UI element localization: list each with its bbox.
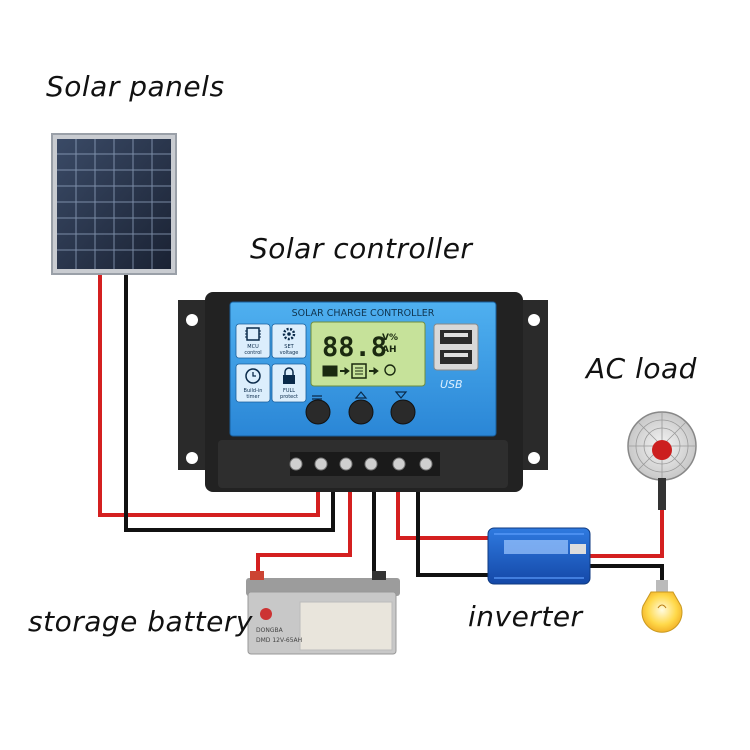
- usb-label: USB: [440, 378, 463, 391]
- wires: [98, 275, 664, 582]
- lcd-battery-icon: [351, 363, 367, 379]
- fan-icon: [627, 411, 697, 510]
- feature-mcu-line2: control: [244, 350, 261, 356]
- label-ac-load: AC load: [586, 352, 697, 385]
- wire-ac-black: [582, 564, 664, 582]
- wire-panel-positive: [98, 275, 320, 517]
- feature-timer-line2: timer: [246, 394, 260, 400]
- menu-symbol-icon: [312, 395, 322, 400]
- lcd-value: 88.8: [322, 332, 387, 363]
- inverter: [487, 527, 591, 585]
- lcd-unit-top: V%: [382, 333, 398, 343]
- wire-battery-positive: [256, 470, 352, 580]
- controller-header: SOLAR CHARGE CONTROLLER: [292, 308, 435, 319]
- lcd-unit-bottom: AH: [382, 345, 397, 355]
- feature-grid: [235, 323, 307, 403]
- lcd-panel-icon: [322, 365, 338, 377]
- lcd-flow-icons: [322, 363, 396, 379]
- lock-icon: [283, 367, 295, 384]
- gear-icon: [282, 327, 296, 341]
- terminal-block: [289, 452, 440, 476]
- wire-load-positive: [396, 470, 494, 540]
- bulb-icon: [641, 580, 683, 633]
- label-solar-panels: Solar panels: [46, 70, 225, 103]
- feature-timer-line1: Build-in: [244, 388, 263, 394]
- solar-panel: [51, 133, 177, 275]
- feature-protect-line1: FULL: [283, 388, 295, 394]
- feature-mcu-line1: MCU: [247, 344, 259, 350]
- down-button[interactable]: [390, 399, 416, 425]
- battery-brand: DONGBA: [256, 627, 284, 634]
- usb-ports: [433, 323, 479, 371]
- up-symbol-icon: [354, 391, 368, 399]
- feature-set-line2: voltage: [280, 350, 299, 356]
- clock-icon: [245, 368, 261, 384]
- lcd-bulb-icon: [384, 364, 396, 376]
- chip-icon: [245, 327, 261, 341]
- wire-panel-negative: [124, 275, 335, 532]
- feature-protect-line2: protect: [280, 394, 298, 400]
- up-button[interactable]: [348, 399, 374, 425]
- lcd-display: [310, 321, 426, 387]
- wire-load-negative: [416, 470, 494, 577]
- label-storage-battery: storage battery: [28, 605, 253, 638]
- down-symbol-icon: [394, 391, 408, 399]
- wire-ac-red: [582, 510, 664, 558]
- label-solar-controller: Solar controller: [250, 232, 473, 265]
- menu-button[interactable]: [305, 399, 331, 425]
- battery-logo-icon: [260, 608, 272, 620]
- controller-buttons: [312, 391, 408, 400]
- feature-set-line1: SET: [284, 344, 294, 350]
- battery-model: DMD 12V-65AH: [256, 637, 302, 644]
- storage-battery: [246, 571, 400, 655]
- label-inverter: inverter: [468, 600, 583, 633]
